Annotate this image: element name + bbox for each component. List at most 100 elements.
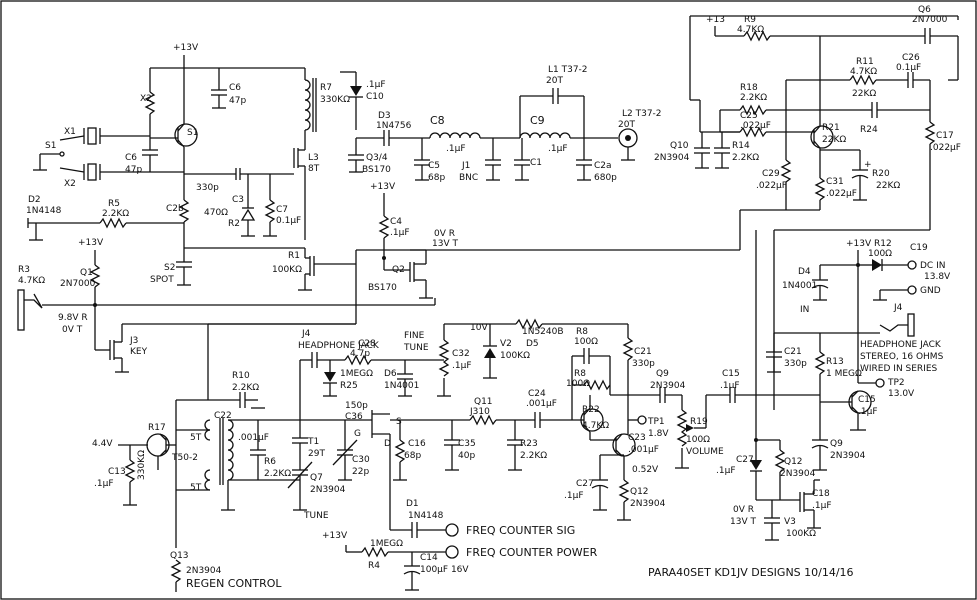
label-13v-r26: +13V	[322, 531, 348, 541]
c2b-ref: C1	[530, 158, 542, 168]
d6-ref: R25	[340, 381, 358, 391]
x2-ref: X2	[64, 179, 76, 189]
c35-value: 22p	[352, 467, 369, 477]
j4-ref: J4	[893, 303, 903, 313]
r26-value: 1MEGΩ	[370, 539, 403, 549]
c28-ref: J4	[301, 329, 311, 339]
tp2-ref: TP2	[887, 378, 905, 388]
q9-v: 0.52V	[632, 465, 659, 475]
c17-ref: R24	[860, 125, 878, 135]
q11-ref: C36	[345, 412, 363, 422]
d5-ref: V2	[500, 339, 512, 349]
r22-value: J310	[469, 407, 490, 417]
tp1-ref: TP1	[647, 417, 665, 427]
receiver-block: R10 2.2KΩ C22 5T 5T .001µF T50-2 R17 330…	[92, 318, 820, 530]
q9-ref: C23	[628, 433, 646, 443]
c8-ref: D3	[378, 111, 391, 121]
c22-ref: C21	[784, 347, 802, 357]
q1-r-label: 0V R	[434, 229, 455, 239]
title-block: PARA40SET KD1JV DESIGNS 10/14/16	[648, 566, 854, 579]
x1-ref: X1	[64, 127, 76, 137]
source-s: S	[396, 417, 402, 427]
c30-value: 29T	[308, 449, 325, 459]
q1-value: BS170	[368, 283, 397, 293]
r12-value: .022µF	[826, 189, 857, 199]
r6-value: .1µF	[94, 479, 114, 489]
power-block: +13V R12 100Ω C19 DC IN 13.8V GND D4 1N4…	[782, 239, 951, 333]
c26-ref: Q6	[918, 5, 931, 15]
c31-value: 2.2KΩ	[732, 153, 759, 163]
r5-value: 0.1µF	[276, 216, 301, 226]
freq-pwr-label: FREQ COUNTER POWER	[466, 546, 598, 559]
c4-value: SPOT	[150, 275, 174, 285]
r8-value: 1N5240B	[522, 327, 564, 337]
s2-label: 1N4148	[26, 206, 62, 216]
fine-tune-1: FINE	[404, 331, 425, 341]
q13-ref: C15	[858, 395, 876, 405]
r10-ref: C21	[634, 347, 652, 357]
r18-value: 4.7KΩ	[850, 67, 877, 77]
c15-ref: Q9	[656, 369, 669, 379]
c14-value: 2N3904	[830, 451, 866, 461]
l1-ref: C8	[430, 114, 445, 127]
d3-ref: C10	[366, 92, 384, 102]
c13-ref: R10	[232, 371, 250, 381]
c29-ref: Q10	[670, 141, 689, 151]
c1-ref: C5	[428, 161, 440, 171]
r25-ref: C28	[358, 339, 376, 349]
d4-ref: R12	[874, 239, 892, 249]
r24-value: 2.2KΩ	[740, 93, 767, 103]
r5-ref: C7	[276, 205, 288, 215]
c19-ref: R20	[872, 169, 890, 179]
r17-ref: R13	[826, 357, 844, 367]
q10-ref: R21	[822, 123, 840, 133]
c28-value: HEADPHONE JACK	[298, 341, 380, 351]
c18-value: .1µF	[720, 381, 740, 391]
c19-plus: +	[864, 160, 872, 170]
q34-ref: L3	[308, 153, 319, 163]
r2-ref: C2b	[166, 204, 184, 214]
s2-ref: D2	[28, 195, 41, 205]
r21-ref: C25	[740, 111, 758, 121]
c17-value: 22KΩ	[852, 89, 876, 99]
freq-sig-label: FREQ COUNTER SIG	[466, 524, 575, 537]
q1-t-label: 13V T	[432, 239, 458, 249]
c27-value: .001µF	[526, 399, 557, 409]
j2-volt: 13.8V	[924, 272, 951, 282]
c11-ref: V3	[784, 517, 796, 527]
r13-value: 100Ω	[566, 379, 590, 389]
q2-value: 100KΩ	[272, 265, 302, 275]
c24-value: 40p	[458, 451, 475, 461]
volume-label: VOLUME	[686, 447, 724, 457]
c20-value: .1µF	[564, 491, 584, 501]
q10-value: 22KΩ	[822, 135, 846, 145]
label-13v-key: +13V	[78, 238, 104, 248]
r18-ref: R11	[856, 57, 874, 67]
r14-value: .022µF	[930, 143, 961, 153]
filter-block: D3 1N4756 Q3/4 BS170 C8 .1µF C9 .1µF L1 …	[348, 65, 662, 299]
c22-value: 330p	[784, 359, 807, 369]
j3-ref: R3	[18, 265, 30, 275]
r9-value: 2N7000	[60, 279, 96, 289]
c31-ref: R14	[732, 141, 750, 151]
t50-label: T50-2	[171, 453, 198, 463]
q1-ref: Q2	[392, 265, 405, 275]
c5-ref: L1 T37-2	[548, 65, 588, 75]
t1-ref: C22	[214, 411, 232, 421]
c33-value: 1N4148	[408, 511, 444, 521]
l1-value: .1µF	[446, 144, 466, 154]
c6-value: 47p	[125, 165, 142, 175]
c20-ref: C27	[576, 479, 594, 489]
v2-value: .1µF	[452, 361, 472, 371]
r21-value: .022µF	[740, 121, 771, 131]
q8-r: 0V R	[733, 505, 754, 515]
q7-v: 4.4V	[92, 439, 113, 449]
r22-ref: Q11	[474, 397, 493, 407]
c16-ref: R6	[264, 457, 276, 467]
q6-ref: J3	[129, 336, 138, 346]
d2-value: 470Ω	[204, 208, 228, 218]
d6-value: 1MEGΩ	[340, 369, 373, 379]
q8-value: .1µF	[812, 501, 832, 511]
q8-t: 13V T	[730, 517, 756, 527]
c11-value: 100KΩ	[786, 529, 816, 539]
